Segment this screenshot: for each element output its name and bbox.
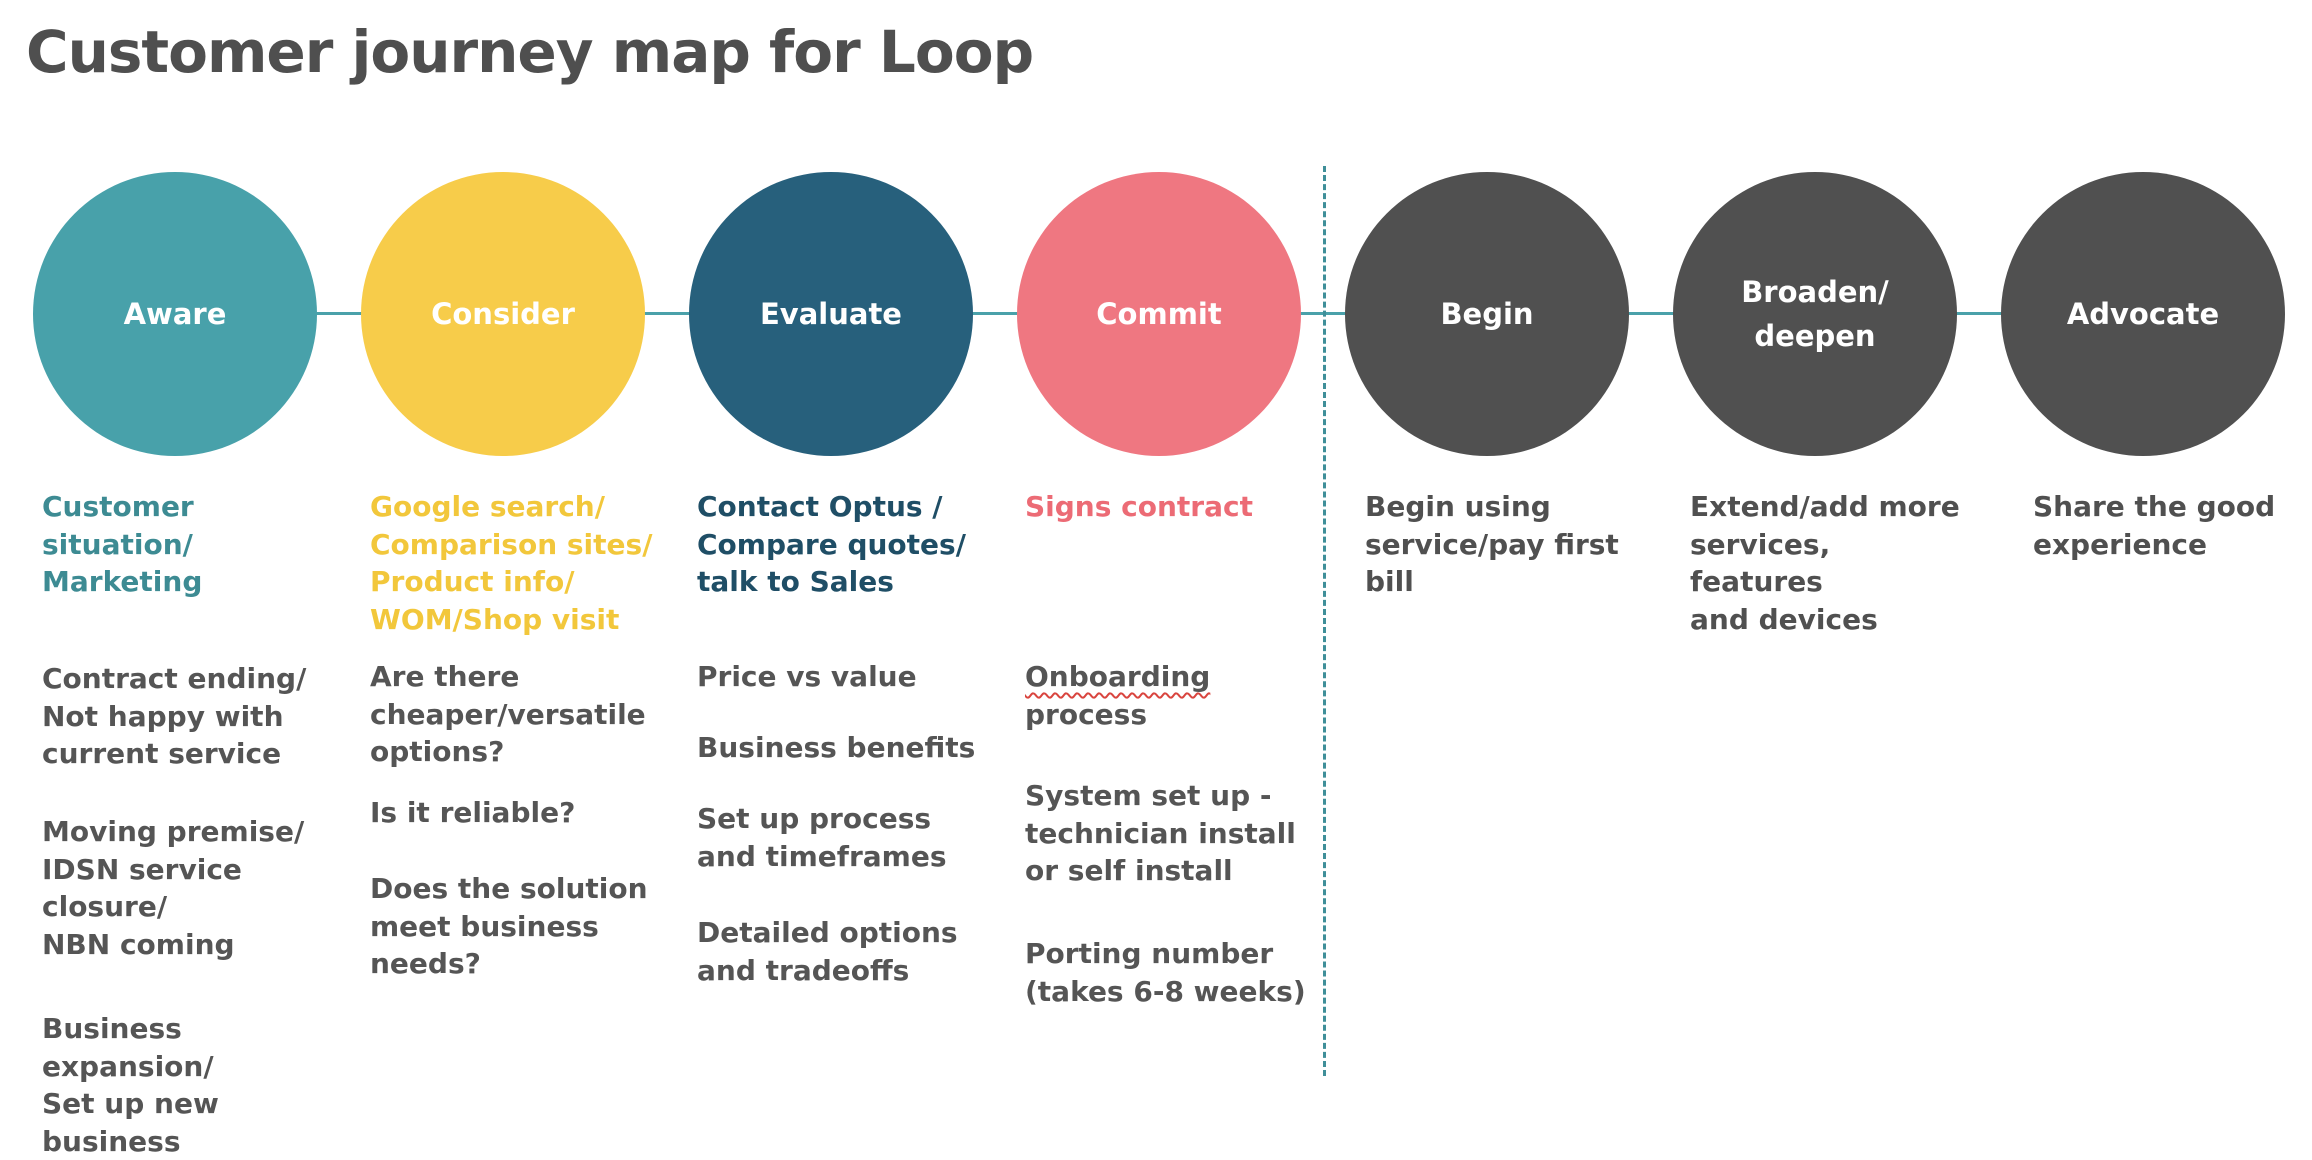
stage-circle-aware: Aware [33,172,317,456]
note-business-benefits: Business benefits [697,731,976,764]
stage-circle-begin: Begin [1345,172,1629,456]
stage-heading-aware: Customer situation/ Marketing [42,490,203,598]
note-business-expansion: Business expansion/ Set up new business [42,1012,219,1158]
note-meet-needs: Does the solution meet business needs? [370,872,648,980]
stage-label-consider: Consider [431,297,575,331]
stage-heading-begin: Begin using service/pay first bill [1365,490,1619,598]
stage-circle-evaluate: Evaluate [689,172,973,456]
note-moving-premise: Moving premise/ IDSN service closure/ NB… [42,815,305,961]
note-porting-number: Porting number (takes 6-8 weeks) [1025,937,1306,1008]
stage-circle-commit: Commit [1017,172,1301,456]
note-price-vs-value: Price vs value [697,660,917,693]
stage-label-aware: Aware [123,297,227,331]
note-onboarding: Onboarding process [1025,658,1325,733]
onboarding-process-word: process [1025,697,1148,731]
stage-heading-evaluate: Contact Optus / Compare quotes/ talk to … [697,490,966,598]
note-reliable: Is it reliable? [370,796,576,829]
stage-label-begin: Begin [1440,297,1534,331]
note-detailed-options: Detailed options and tradeoffs [697,916,958,987]
stage-label-advocate: Advocate [2066,297,2220,331]
stage-heading-commit: Signs contract [1025,490,1253,523]
stage-heading-advocate: Share the good experience [2033,490,2276,561]
stage-label-evaluate: Evaluate [760,297,902,331]
note-setup-process: Set up process and timeframes [697,802,947,873]
stage-circle-advocate: Advocate [2001,172,2285,456]
note-contract-ending: Contract ending/ Not happy with current … [42,662,307,770]
stage-divider-dashed-line [1323,166,1326,1076]
stage-circle-consider: Consider [361,172,645,456]
stage-circle-broaden: Broaden/ deepen [1673,172,1957,456]
note-system-setup: System set up - technician install or se… [1025,779,1296,887]
stage-heading-broaden: Extend/add more services, features and d… [1690,490,1960,636]
stage-label-broaden: Broaden/ deepen [1741,275,1889,353]
stage-heading-consider: Google search/ Comparison sites/ Product… [370,490,653,636]
note-cheaper-options: Are there cheaper/versatile options? [370,660,646,768]
stage-label-commit: Commit [1096,297,1222,331]
page-title: Customer journey map for Loop [26,18,1034,86]
onboarding-word: Onboarding [1025,660,1211,693]
